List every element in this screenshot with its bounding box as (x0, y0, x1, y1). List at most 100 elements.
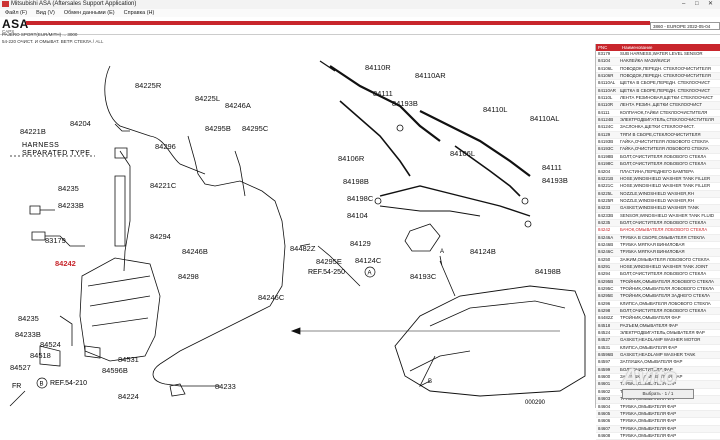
callout-84295C[interactable]: 84295C (242, 124, 269, 133)
callout-84235-inset[interactable]: 84235 (58, 184, 79, 193)
callout-84246C[interactable]: 84246C (258, 293, 285, 302)
ref-54-210[interactable]: REF.54-210 (50, 380, 87, 387)
callout-84110R[interactable]: 84110R (365, 63, 391, 72)
callout-84110AL[interactable]: 84110AL (530, 114, 559, 123)
callout-84193C[interactable]: 84193C (410, 272, 437, 281)
callout-84242[interactable]: 84242 (55, 259, 76, 268)
catalog-select[interactable]: 3860 - EUROPE 2022-05-04 (650, 22, 720, 30)
callout-84298[interactable]: 84298 (178, 272, 199, 281)
callout-84518[interactable]: 84518 (30, 351, 51, 360)
breadcrumb-group-label[interactable]: 54-220 ОЧИСТ. И ОМЫВАТ. ВЕТР. СТЕКЛА / (2, 39, 95, 44)
callout-84235[interactable]: 84235 (18, 314, 39, 323)
ref-54-250[interactable]: REF.54-250 (308, 269, 345, 276)
col-name-header[interactable]: Наименование (622, 45, 653, 50)
callout-84198B-b[interactable]: 84198B (535, 267, 561, 276)
callout-84524[interactable]: 84524 (40, 340, 61, 349)
select-button[interactable]: Выбрать · 1 / 1 (622, 389, 694, 399)
callout-84110L[interactable]: 84110L (483, 105, 507, 114)
breadcrumb-model[interactable]: PAJERO SPORT(EUR/MITH) ... 3000 (2, 32, 78, 37)
menu-view[interactable]: Вид (V) (36, 10, 55, 16)
callout-84531[interactable]: 84531 (118, 355, 139, 364)
callout-84129[interactable]: 84129 (350, 239, 371, 248)
callout-84193B-a[interactable]: 84193B (392, 99, 418, 108)
callout-84225L[interactable]: 84225L (195, 94, 220, 103)
callout-83179[interactable]: 83179 (45, 236, 66, 245)
menu-help[interactable]: Справка (H) (123, 10, 155, 16)
callout-84296[interactable]: 84296 (155, 142, 176, 151)
callout-84295B[interactable]: 84295B (205, 124, 231, 133)
callout-84295E[interactable]: 84295E (316, 257, 342, 266)
callout-84482Z[interactable]: 84482Z (290, 244, 316, 253)
callout-84233B[interactable]: 84233B (15, 330, 41, 339)
callout-84110AR[interactable]: 84110AR (415, 71, 446, 80)
callout-84111-b[interactable]: 84111 (542, 163, 562, 172)
parts-diagram[interactable]: HARNESS SEPARATED TYPE 84225R 84225L 842… (0, 46, 590, 408)
callout-84224[interactable]: 84224 (118, 392, 139, 401)
callout-84294[interactable]: 84294 (150, 232, 171, 241)
callout-84233B-inset[interactable]: 84233B (58, 201, 84, 210)
breadcrumb-all[interactable]: ALL (95, 39, 104, 44)
callout-84527[interactable]: 84527 (10, 363, 31, 372)
callout-84104[interactable]: 84104 (347, 211, 368, 220)
callout-84198B-a[interactable]: 84198B (343, 177, 369, 186)
minimize-button[interactable]: – (682, 1, 686, 7)
callout-84233[interactable]: 84233 (215, 382, 236, 391)
col-pnc-header[interactable]: PNC (598, 45, 608, 50)
callout-84221C[interactable]: 84221C (150, 181, 177, 190)
menu-exchange[interactable]: Обмен данными (E) (63, 10, 115, 16)
menu-file[interactable]: Файл (F) (5, 10, 28, 16)
callout-84193B-b[interactable]: 84193B (542, 176, 568, 185)
callout-84106R[interactable]: 84106R (338, 154, 365, 163)
callout-84596B[interactable]: 84596B (102, 366, 128, 375)
callout-84204[interactable]: 84204 (70, 119, 91, 128)
maximize-button[interactable]: □ (695, 1, 699, 7)
callout-84198C[interactable]: 84198C (347, 194, 374, 203)
callout-84111-a[interactable]: 84111 (373, 89, 393, 98)
callout-84246A[interactable]: 84246A (225, 101, 251, 110)
callout-84106L[interactable]: 84106L (450, 149, 475, 158)
callout-84221B[interactable]: 84221B (20, 127, 46, 136)
